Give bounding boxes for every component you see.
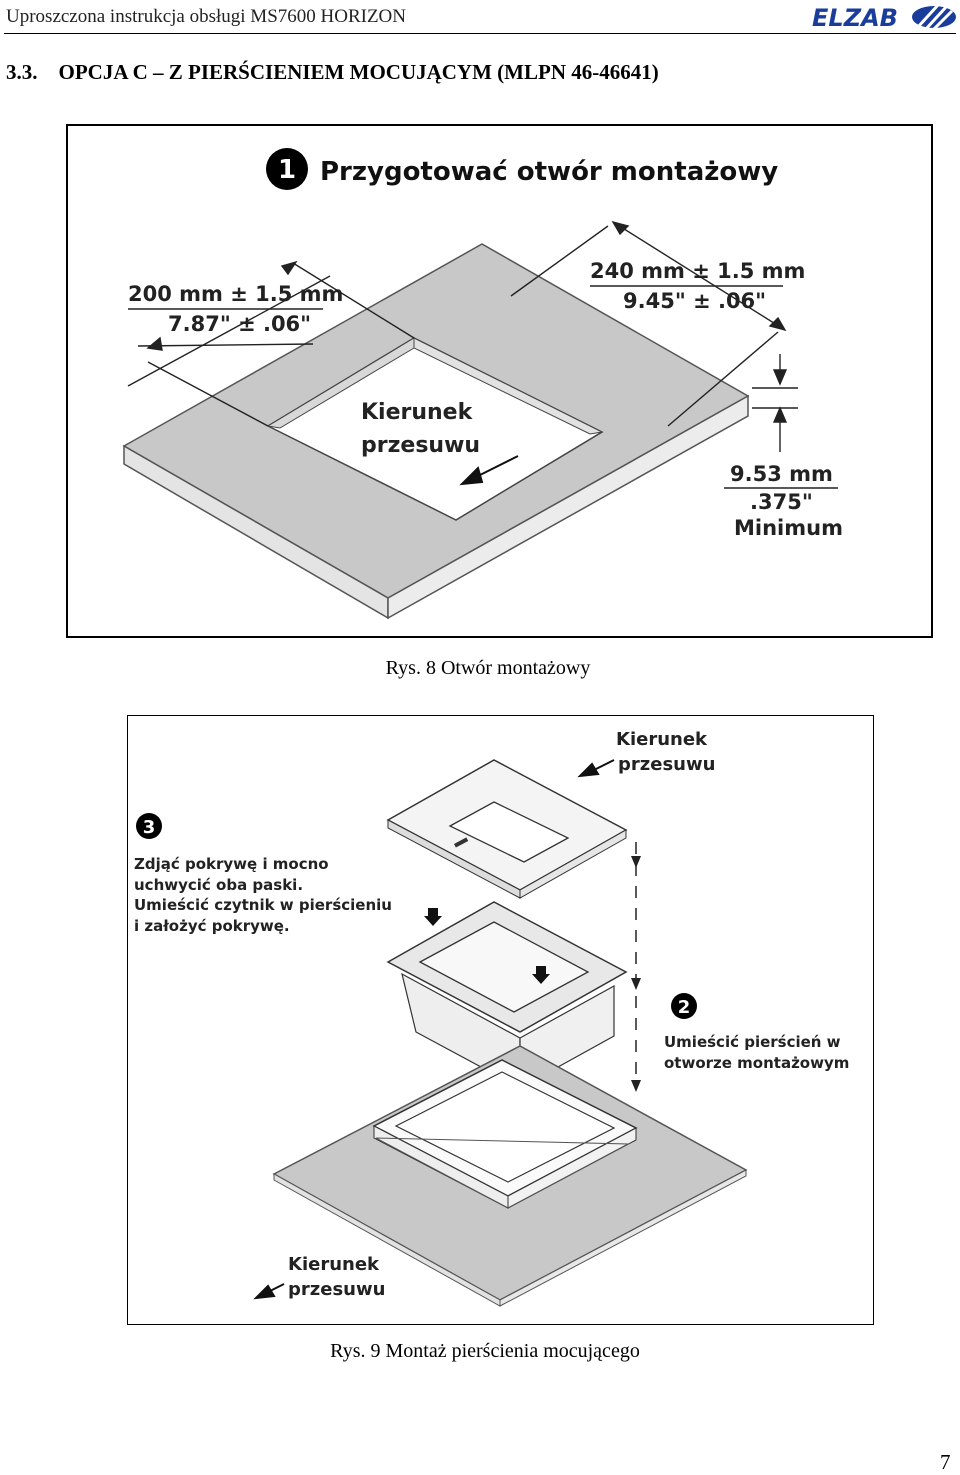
figure1-caption: Rys. 8 Otwór montażowy <box>385 657 591 679</box>
step3-line-1: Zdjąć pokrywę i mocno <box>134 855 329 873</box>
step2-number: 2 <box>678 997 691 1018</box>
page-header-title: Uproszczona instrukcja obsługi MS7600 HO… <box>6 6 407 27</box>
dimension-depth <box>510 220 787 427</box>
direction-top-arrow-icon <box>577 759 615 778</box>
figure-ring-installation: Kierunek przesuwu 3 Zdjąć pokrywę i mocn… <box>127 715 874 1325</box>
fig2-direction-bottom-1: Kierunek <box>288 1254 380 1275</box>
figure2-caption: Rys. 9 Montaż pierścienia mocującego <box>330 1340 640 1362</box>
section-title: OPCJA C – Z PIERŚCIENIEM MOCUJĄCYM (MLPN… <box>58 60 659 84</box>
dim-thickness-note: Minimum <box>734 516 843 540</box>
elzab-logo: ELZAB <box>812 4 956 30</box>
direction-bottom-arrow-icon <box>253 1283 285 1300</box>
dim-width-imperial: 7.87" ± .06" <box>168 312 311 336</box>
countertop-slab <box>122 243 750 620</box>
section-number: 3.3. <box>6 60 38 84</box>
step3-line-2: uchwycić oba paski. <box>134 876 303 894</box>
figure-mounting-hole: 1 Przygotować otwór montażowy 200 mm ± 1… <box>66 124 933 638</box>
header-divider <box>4 33 956 34</box>
fig1-direction-label-2: przesuwu <box>361 433 480 458</box>
countertop-with-ring <box>272 1045 748 1307</box>
logo-stripes-icon <box>912 4 956 30</box>
dim-depth-imperial: 9.45" ± .06" <box>623 289 766 313</box>
mounting-hole-diagram: 1 Przygotować otwór montażowy 200 mm ± 1… <box>122 148 843 620</box>
scanner-cover <box>386 759 628 899</box>
dim-thickness-metric: 9.53 mm <box>730 462 833 486</box>
fig2-direction-top-2: przesuwu <box>618 754 715 775</box>
step3-line-3: Umieścić czytnik w pierścieniu <box>134 896 392 914</box>
fig2-direction-top-1: Kierunek <box>616 729 708 750</box>
step2-line-2: otworze montażowym <box>664 1054 849 1072</box>
page-number: 7 <box>940 1450 951 1474</box>
ring-installation-diagram: Kierunek przesuwu 3 Zdjąć pokrywę i mocn… <box>134 729 849 1307</box>
step2-badge <box>671 993 697 1019</box>
fig2-direction-bottom-2: przesuwu <box>288 1279 385 1300</box>
figure1-title: Przygotować otwór montażowy <box>320 157 778 187</box>
step3-number: 3 <box>143 817 156 838</box>
step3-line-4: i założyć pokrywę. <box>134 917 290 935</box>
step2-line-1: Umieścić pierścień w <box>664 1033 841 1051</box>
step3-badge <box>136 813 162 839</box>
fig1-direction-label-1: Kierunek <box>361 400 474 425</box>
section-heading: 3.3. OPCJA C – Z PIERŚCIENIEM MOCUJĄCYM … <box>6 60 659 85</box>
dim-depth-metric: 240 mm ± 1.5 mm <box>590 259 805 283</box>
scanner-body <box>386 901 628 1090</box>
elzab-logo-text: ELZAB <box>812 4 898 30</box>
dim-width-metric: 200 mm ± 1.5 mm <box>128 282 343 306</box>
step1-badge <box>266 148 308 190</box>
direction-arrow-icon <box>459 455 519 486</box>
dim-thickness-imperial: .375" <box>750 490 813 514</box>
dimension-thickness <box>752 354 798 452</box>
step1-number: 1 <box>278 155 296 185</box>
dimension-width <box>127 260 415 427</box>
